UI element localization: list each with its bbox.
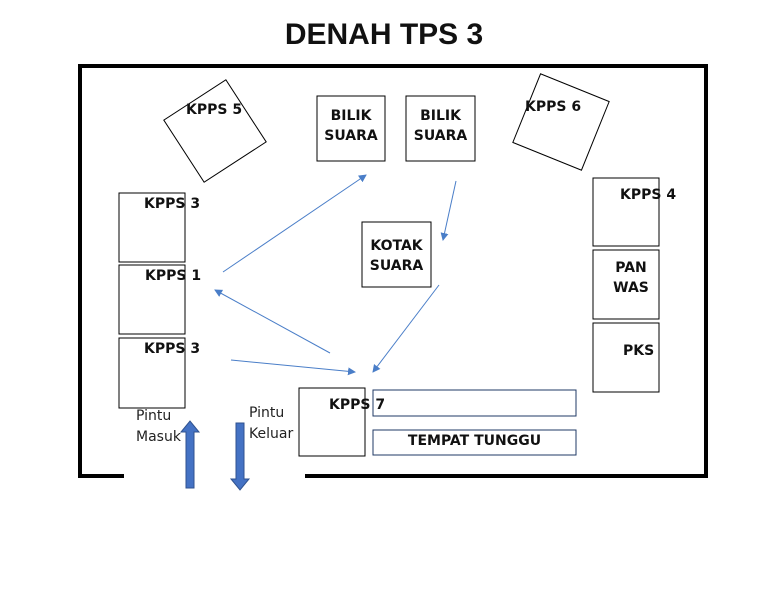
kpps3-bottom-label: KPPS 3 (144, 341, 201, 357)
flow-arrow-kotak-to-kpps7 (372, 284, 440, 373)
page-title: DENAH TPS 3 (284, 18, 484, 51)
flow-arrow-bilik-to-kotak (440, 180, 457, 241)
flow-arrow-kpps1-to-bilik (222, 174, 367, 273)
kotak-suara-line2: SUARA (369, 258, 424, 274)
bilik-suara-1-box (316, 95, 386, 162)
kotak-suara-box (361, 221, 432, 288)
tempat-tunggu-bench (372, 429, 577, 456)
bilik-suara-2-label: BILIK SUARA (406, 106, 475, 146)
exit-arrow-icon (229, 422, 251, 491)
bilik-suara-2-box (405, 95, 476, 162)
kpps3-bottom-table (118, 337, 186, 409)
bilik-suara-2-line1: BILIK (420, 108, 461, 124)
pks-label: PKS (623, 343, 655, 359)
bilik-suara-1-line2: SUARA (324, 128, 378, 144)
kpps5-table (163, 79, 267, 183)
entrance-arrow-icon (179, 420, 201, 489)
pintu-masuk-line1: Pintu (136, 408, 172, 424)
kpps7-table (298, 387, 366, 457)
pintu-keluar-line1: Pintu (249, 405, 285, 421)
kpps4-label: KPPS 4 (620, 187, 677, 203)
kpps3-top-label: KPPS 3 (144, 196, 201, 212)
flow-arrow-kpps3-to-kpps7 (230, 359, 356, 376)
waiting-bench-top (372, 389, 577, 417)
tempat-tunggu-label: TEMPAT TUNGGU (407, 433, 542, 449)
pintu-keluar-label: Pintu Keluar (249, 403, 293, 445)
kpps4-table (592, 177, 660, 247)
kpps6-table (512, 73, 610, 171)
pintu-masuk-label: Pintu Masuk (136, 406, 181, 448)
kpps6-label: KPPS 6 (525, 99, 582, 115)
pks-table (592, 322, 660, 393)
panwas-label: PAN WAS (598, 258, 664, 298)
panwas-line2: WAS (613, 280, 649, 296)
kpps3-top-table (118, 192, 186, 263)
bilik-suara-1-line1: BILIK (330, 108, 372, 124)
bilik-suara-1-label: BILIK SUARA (317, 106, 385, 146)
kpps1-label: KPPS 1 (145, 268, 202, 284)
kpps1-table (118, 264, 186, 335)
flow-arrow-to-kpps1 (214, 289, 331, 354)
kpps5-label: KPPS 5 (186, 102, 243, 118)
panwas-line1: PAN (615, 260, 647, 276)
kotak-suara-line1: KOTAK (370, 238, 423, 254)
pintu-masuk-line2: Masuk (136, 429, 181, 445)
panwas-table (592, 249, 660, 320)
kpps7-label: KPPS 7 (329, 397, 386, 413)
pintu-keluar-line2: Keluar (249, 426, 294, 442)
kotak-suara-label: KOTAK SUARA (362, 236, 431, 276)
room-wall (78, 64, 708, 478)
bilik-suara-2-line2: SUARA (413, 128, 468, 144)
